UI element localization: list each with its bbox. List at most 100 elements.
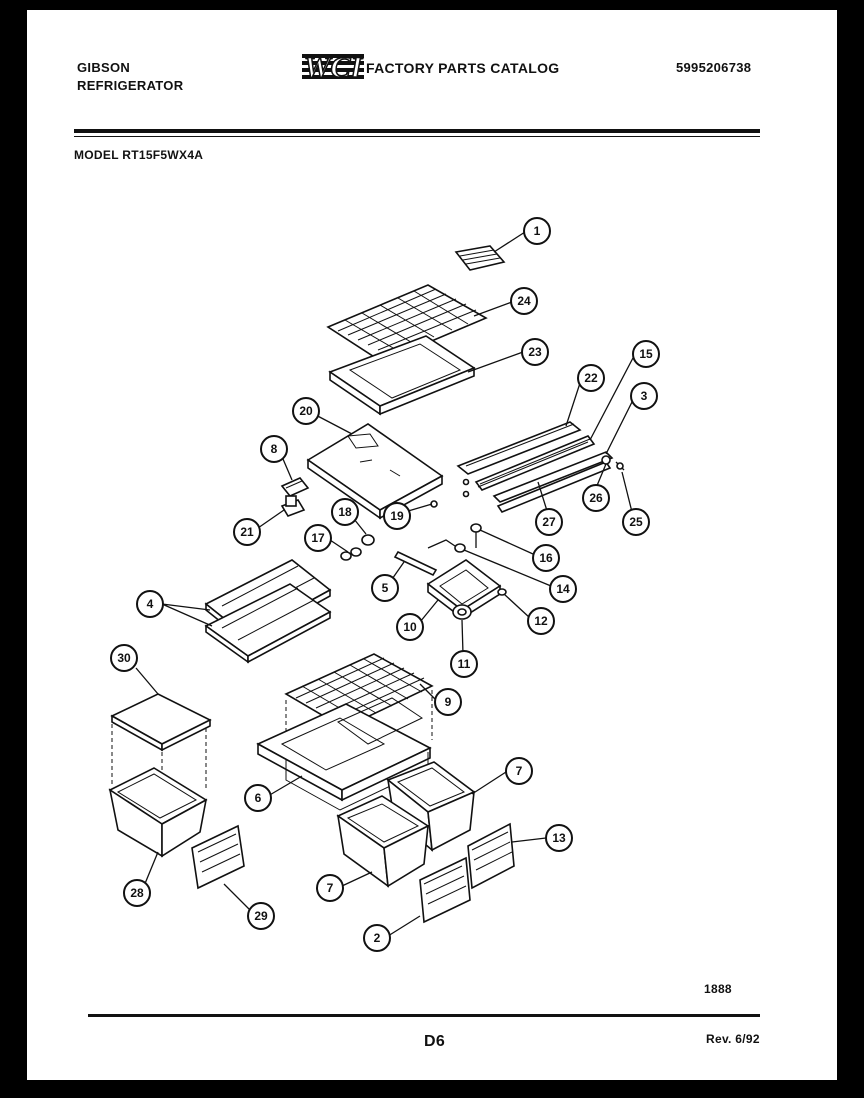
part-damper-21 xyxy=(280,495,306,517)
part-pan-front-29 xyxy=(191,824,245,890)
svg-text:27: 27 xyxy=(542,515,556,529)
svg-text:4: 4 xyxy=(147,597,154,611)
part-shelf-grid-upper xyxy=(326,284,488,363)
logo-text: WCI xyxy=(304,51,364,84)
svg-text:3: 3 xyxy=(641,389,648,403)
callout-20: 20 xyxy=(292,397,320,425)
callout-18: 18 xyxy=(331,498,359,526)
svg-text:15: 15 xyxy=(639,347,653,361)
callout-7-left: 7 xyxy=(316,874,344,902)
callout-29: 29 xyxy=(247,902,275,930)
model-number: MODEL RT15F5WX4A xyxy=(74,148,204,162)
callout-3: 3 xyxy=(630,382,658,410)
catalog-title: FACTORY PARTS CATALOG xyxy=(366,60,560,76)
part-knob-18 xyxy=(361,534,375,546)
footer-rule xyxy=(88,1014,760,1017)
callout-9: 9 xyxy=(434,688,462,716)
part-screw-26 xyxy=(601,455,611,465)
part-rail-27 xyxy=(496,461,612,513)
callout-1: 1 xyxy=(523,217,551,245)
part-knob-11 xyxy=(452,604,472,620)
svg-text:16: 16 xyxy=(539,551,553,565)
svg-text:7: 7 xyxy=(327,881,334,895)
part-rail-22 xyxy=(456,421,582,475)
svg-text:13: 13 xyxy=(552,831,566,845)
callout-7-right: 7 xyxy=(505,757,533,785)
svg-text:21: 21 xyxy=(240,525,254,539)
svg-text:24: 24 xyxy=(517,294,531,308)
callout-22: 22 xyxy=(577,364,605,392)
part-screw-small xyxy=(462,478,470,486)
svg-text:8: 8 xyxy=(271,442,278,456)
callout-21: 21 xyxy=(233,518,261,546)
callout-28: 28 xyxy=(123,879,151,907)
part-screw-small-2 xyxy=(462,490,470,498)
svg-text:14: 14 xyxy=(556,582,570,596)
svg-text:17: 17 xyxy=(311,531,325,545)
svg-text:5: 5 xyxy=(382,581,389,595)
callout-11: 11 xyxy=(450,650,478,678)
page-number: D6 xyxy=(424,1033,446,1050)
part-damper-8 xyxy=(280,477,310,497)
callout-13: 13 xyxy=(545,824,573,852)
part-track-15 xyxy=(474,435,596,491)
part-shelves-4 xyxy=(204,559,332,664)
svg-text:30: 30 xyxy=(117,651,131,665)
part-crisper-cover xyxy=(306,423,444,520)
callout-2: 2 xyxy=(363,924,391,952)
revision-date: Rev. 6/92 xyxy=(706,1032,760,1046)
svg-text:19: 19 xyxy=(390,509,404,523)
part-wire xyxy=(427,539,459,549)
part-shelf-frame xyxy=(328,335,476,416)
callout-4: 4 xyxy=(136,590,164,618)
header-rule-thick xyxy=(74,129,760,133)
part-pan-28 xyxy=(108,767,208,858)
svg-text:20: 20 xyxy=(299,404,313,418)
part-pan-cover-30 xyxy=(110,693,212,752)
part-rod-5 xyxy=(393,550,438,577)
wci-logo: WCI xyxy=(302,50,364,84)
callout-27: 27 xyxy=(535,508,563,536)
callout-16: 16 xyxy=(532,544,560,572)
callout-10: 10 xyxy=(396,613,424,641)
callout-15: 15 xyxy=(632,340,660,368)
product-type: REFRIGERATOR xyxy=(77,78,184,93)
part-crisper-front-2 xyxy=(419,856,471,924)
svg-text:25: 25 xyxy=(629,515,643,529)
catalog-number: 5995206738 xyxy=(676,60,752,75)
svg-text:22: 22 xyxy=(584,371,598,385)
part-clip-25 xyxy=(615,461,625,471)
svg-text:28: 28 xyxy=(130,886,144,900)
svg-text:29: 29 xyxy=(254,909,268,923)
part-slide-3 xyxy=(492,451,614,503)
part-16 xyxy=(470,523,482,548)
callout-30: 30 xyxy=(110,644,138,672)
callout-19: 19 xyxy=(383,502,411,530)
part-crisper-front-13 xyxy=(467,822,515,890)
callout-6: 6 xyxy=(244,784,272,812)
svg-text:6: 6 xyxy=(255,791,262,805)
svg-text:18: 18 xyxy=(338,505,352,519)
callout-12: 12 xyxy=(527,607,555,635)
diagram-year: 1888 xyxy=(704,982,732,996)
svg-text:12: 12 xyxy=(534,614,548,628)
header-rule-thin xyxy=(74,136,760,137)
part-clip-17 xyxy=(340,547,362,561)
svg-text:26: 26 xyxy=(589,491,603,505)
part-12 xyxy=(497,588,507,596)
part-control-housing-10 xyxy=(426,559,502,620)
svg-text:11: 11 xyxy=(458,657,471,671)
callout-8: 8 xyxy=(260,435,288,463)
part-14 xyxy=(454,543,466,553)
svg-text:2: 2 xyxy=(374,931,381,945)
part-grille-small xyxy=(454,245,506,271)
callout-14: 14 xyxy=(549,575,577,603)
brand-name: GIBSON xyxy=(77,60,131,75)
callout-5: 5 xyxy=(371,574,399,602)
callout-24: 24 xyxy=(510,287,538,315)
svg-text:7: 7 xyxy=(516,764,523,778)
svg-text:23: 23 xyxy=(528,345,542,359)
callout-17: 17 xyxy=(304,524,332,552)
